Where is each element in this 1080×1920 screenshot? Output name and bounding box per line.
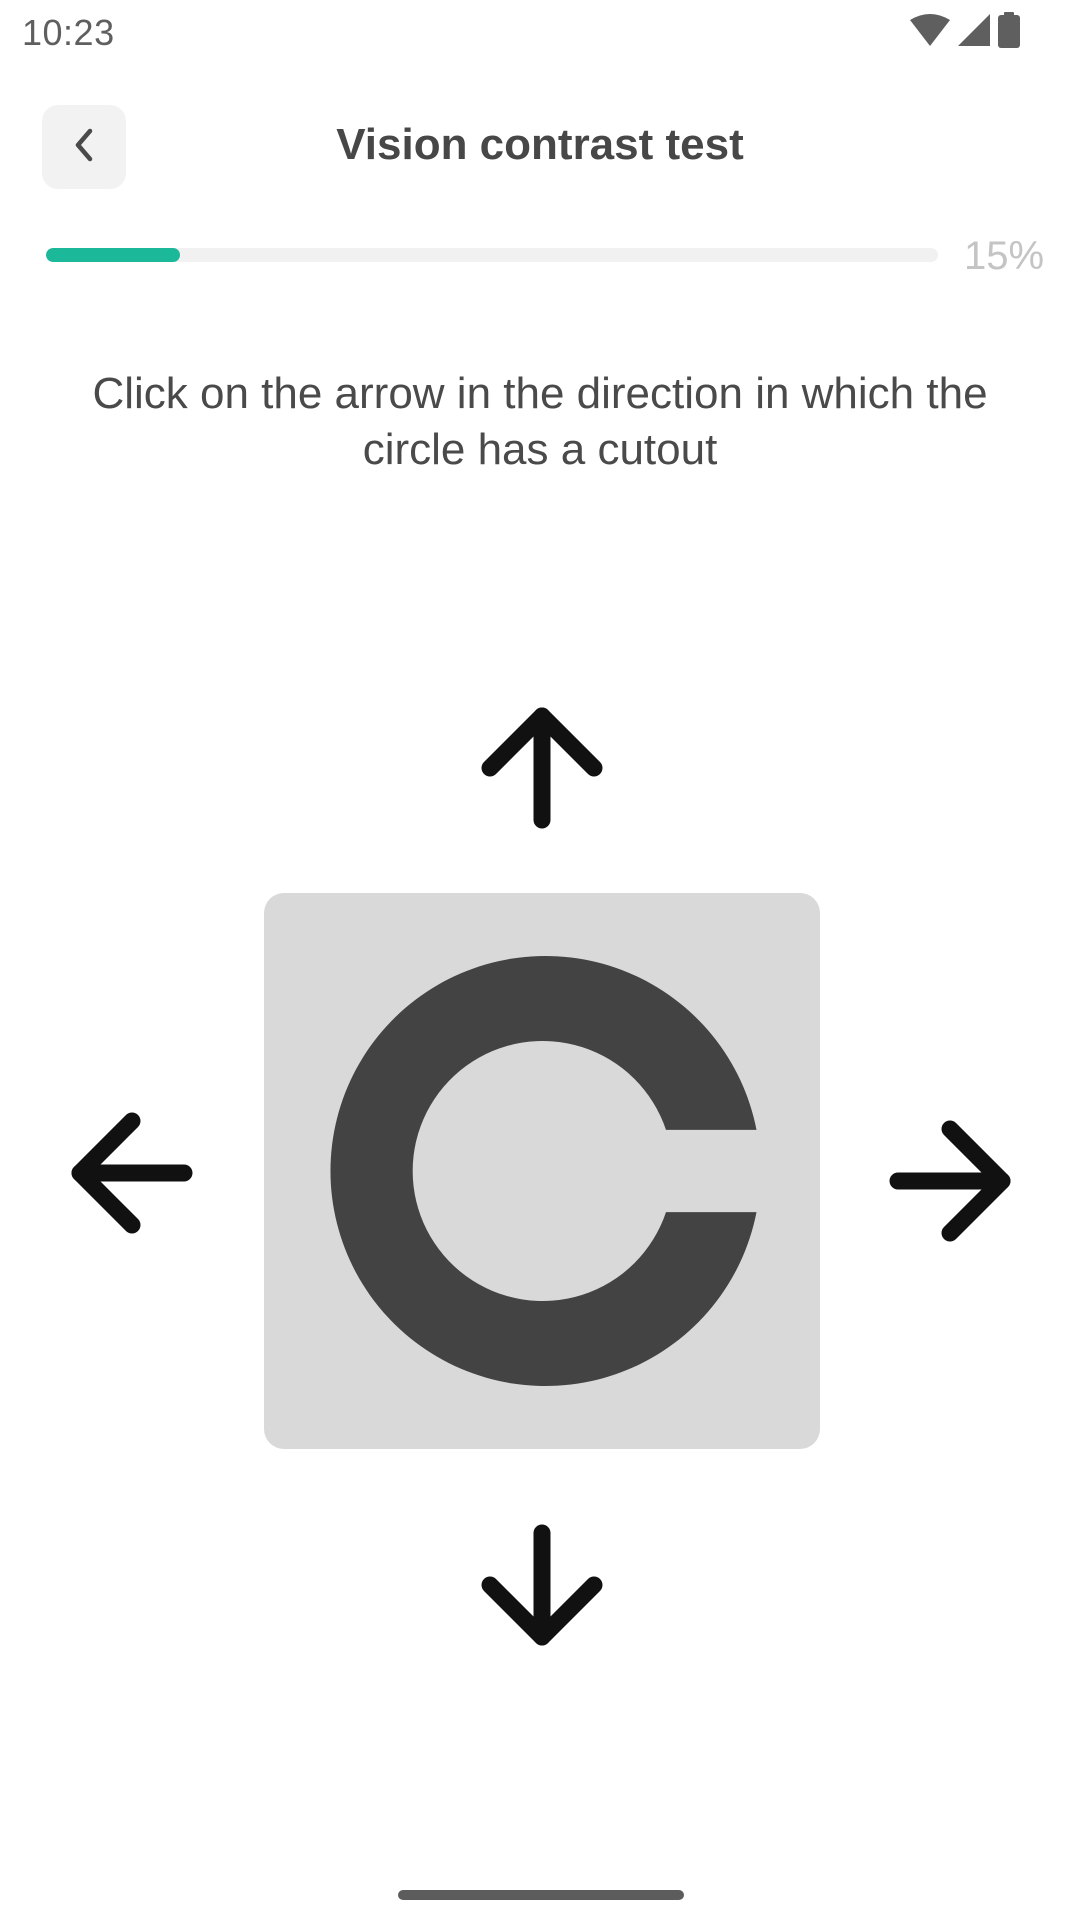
back-button[interactable] bbox=[42, 105, 126, 189]
landolt-c-icon bbox=[264, 956, 820, 1453]
arrow-up-icon bbox=[477, 703, 607, 838]
test-symbol-card bbox=[264, 893, 820, 1449]
arrow-down-button[interactable] bbox=[477, 1522, 607, 1652]
arrow-right-button[interactable] bbox=[885, 1118, 1015, 1248]
arrow-up-button[interactable] bbox=[477, 705, 607, 835]
arrow-left-button[interactable] bbox=[67, 1110, 197, 1240]
cellular-signal-icon bbox=[958, 14, 990, 51]
progress-fill bbox=[46, 248, 180, 262]
page-title: Vision contrast test bbox=[336, 120, 744, 169]
battery-icon bbox=[998, 12, 1020, 53]
progress-percent: 15% bbox=[964, 234, 1045, 278]
arrow-right-icon bbox=[885, 1116, 1015, 1251]
chevron-left-icon bbox=[68, 125, 100, 170]
status-bar: 10:23 bbox=[0, 0, 1080, 64]
header: Vision contrast test bbox=[0, 100, 1080, 196]
arrow-down-icon bbox=[477, 1520, 607, 1655]
arrow-left-icon bbox=[67, 1108, 197, 1243]
instruction-text: Click on the arrow in the direction in w… bbox=[92, 369, 988, 474]
status-time: 10:23 bbox=[22, 12, 115, 53]
progress-row: 15% bbox=[46, 234, 1046, 282]
progress-bar bbox=[46, 248, 938, 262]
status-icons bbox=[910, 12, 1020, 53]
home-indicator[interactable] bbox=[398, 1890, 684, 1900]
wifi-icon bbox=[910, 14, 950, 51]
